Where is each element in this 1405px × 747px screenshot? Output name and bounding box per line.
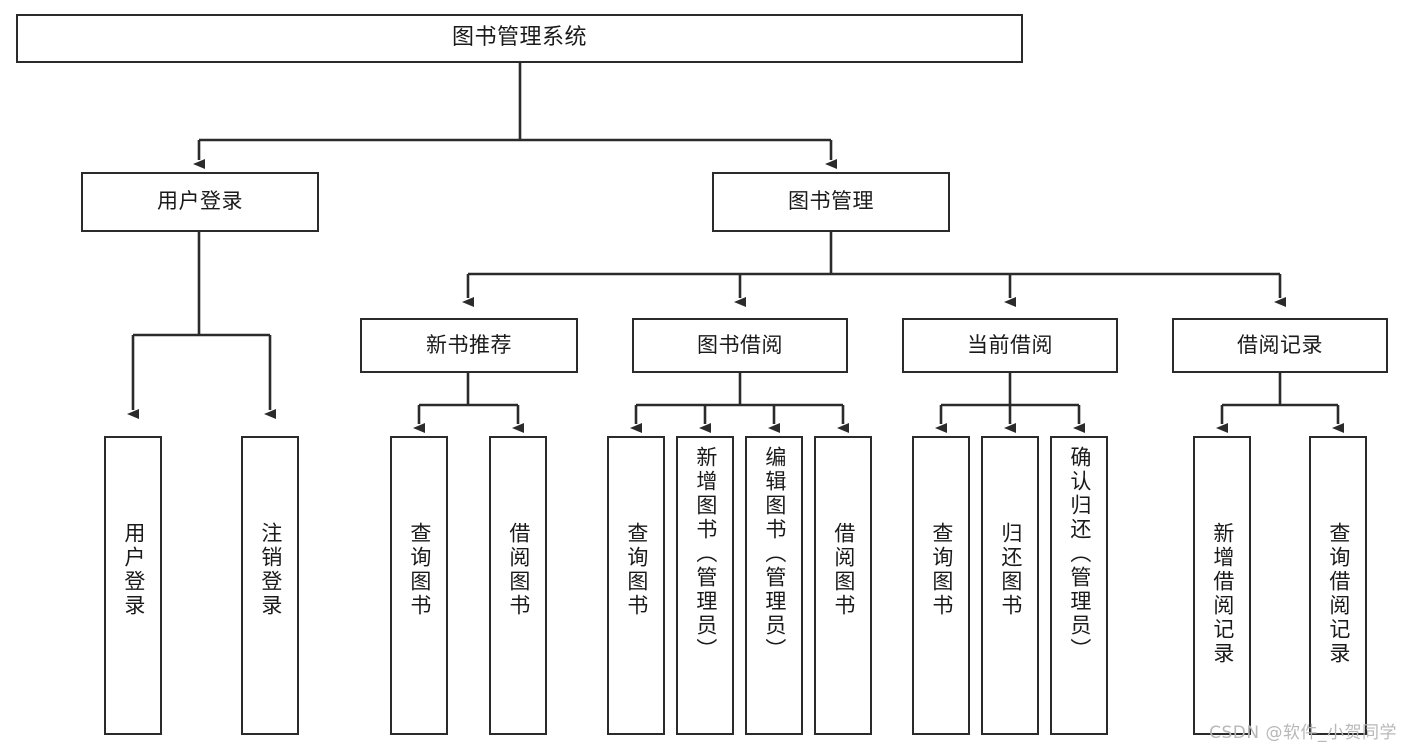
leaf-label: 查询图书 bbox=[624, 522, 649, 618]
node-user-login[interactable]: 用户登录 bbox=[81, 172, 319, 232]
leaf-add-borrow-record[interactable]: 新增借阅记录 bbox=[1193, 436, 1251, 735]
leaf-label: 确认归还（管理员） bbox=[1067, 446, 1092, 662]
leaf-user-login[interactable]: 用户登录 bbox=[104, 436, 162, 735]
node-book-borrow[interactable]: 图书借阅 bbox=[632, 318, 848, 373]
node-label: 图书管理系统 bbox=[451, 25, 587, 51]
node-label: 用户登录 bbox=[157, 189, 243, 214]
node-new-book-recommend[interactable]: 新书推荐 bbox=[360, 318, 578, 373]
leaf-confirm-return-admin[interactable]: 确认归还（管理员） bbox=[1050, 436, 1108, 735]
leaf-query-book-recommend[interactable]: 查询图书 bbox=[390, 436, 448, 735]
leaf-label: 编辑图书（管理员） bbox=[762, 446, 787, 662]
node-root-book-management-system[interactable]: 图书管理系统 bbox=[16, 14, 1023, 63]
node-label: 借阅记录 bbox=[1237, 332, 1323, 357]
node-book-management[interactable]: 图书管理 bbox=[712, 172, 950, 232]
node-borrow-record[interactable]: 借阅记录 bbox=[1172, 318, 1388, 373]
leaf-edit-book-admin[interactable]: 编辑图书（管理员） bbox=[745, 436, 803, 735]
leaf-label: 注销登录 bbox=[258, 522, 283, 618]
leaf-label: 查询图书 bbox=[407, 522, 432, 618]
leaf-return-book[interactable]: 归还图书 bbox=[981, 436, 1039, 735]
leaf-label: 借阅图书 bbox=[831, 522, 856, 618]
leaf-logout[interactable]: 注销登录 bbox=[241, 436, 299, 735]
leaf-lend-book[interactable]: 借阅图书 bbox=[814, 436, 872, 735]
node-current-borrow[interactable]: 当前借阅 bbox=[902, 318, 1118, 373]
node-label: 当前借阅 bbox=[967, 332, 1053, 357]
leaf-label: 查询借阅记录 bbox=[1326, 522, 1351, 666]
node-label: 图书借阅 bbox=[697, 332, 783, 357]
leaf-label: 借阅图书 bbox=[506, 522, 531, 618]
leaf-add-book-admin[interactable]: 新增图书（管理员） bbox=[676, 436, 734, 735]
leaf-label: 用户登录 bbox=[121, 522, 146, 618]
leaf-label: 查询图书 bbox=[929, 522, 954, 618]
leaf-query-book-current[interactable]: 查询图书 bbox=[912, 436, 970, 735]
leaf-borrow-book-recommend[interactable]: 借阅图书 bbox=[489, 436, 547, 735]
leaf-label: 新增图书（管理员） bbox=[693, 446, 718, 662]
leaf-query-borrow-record[interactable]: 查询借阅记录 bbox=[1309, 436, 1367, 735]
leaf-query-book-borrow[interactable]: 查询图书 bbox=[607, 436, 665, 735]
node-label: 图书管理 bbox=[788, 189, 874, 214]
leaf-label: 归还图书 bbox=[998, 522, 1023, 618]
leaf-label: 新增借阅记录 bbox=[1210, 522, 1235, 666]
csdn-watermark: CSDN @软件_小贺同学 bbox=[1209, 723, 1397, 743]
node-label: 新书推荐 bbox=[426, 332, 512, 357]
